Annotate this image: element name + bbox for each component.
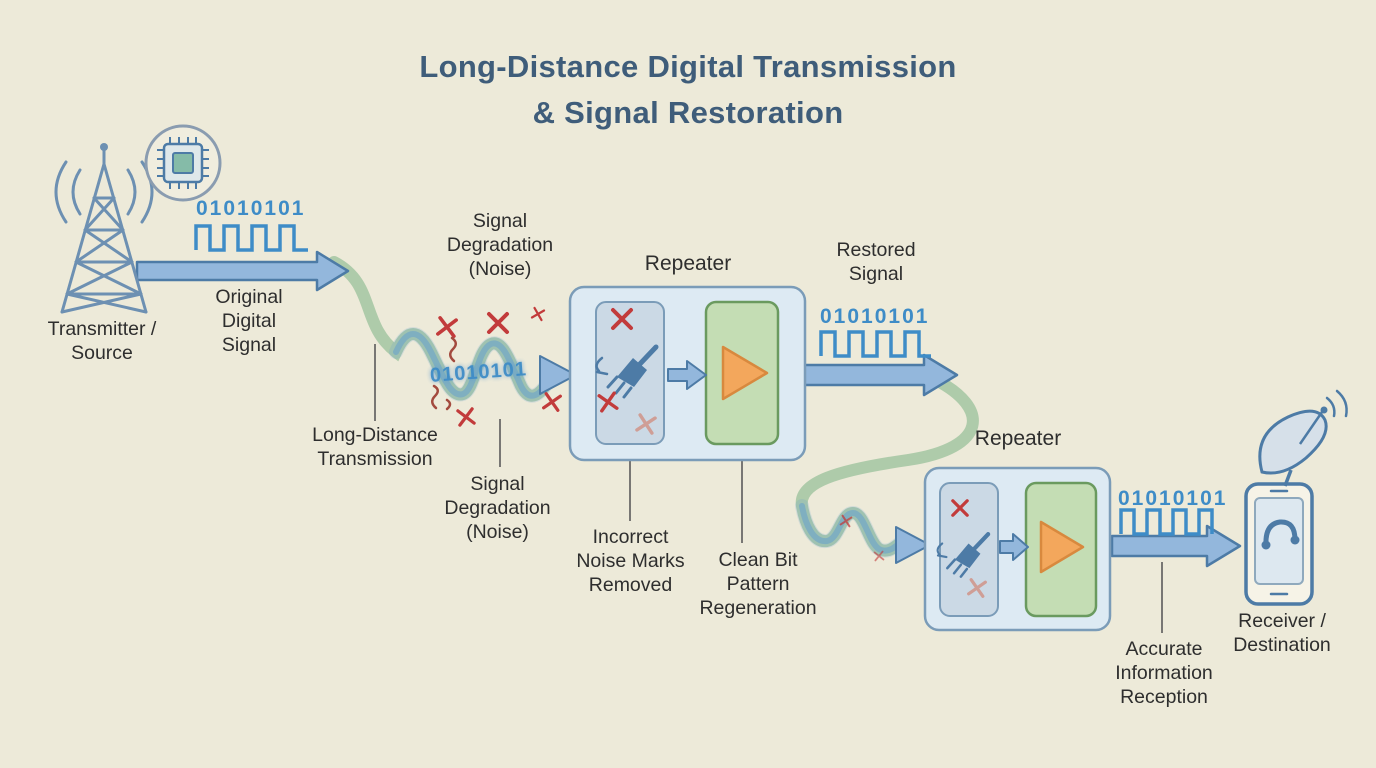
restored-signal-label: Restored Signal [836, 239, 916, 285]
noise-squiggle-icon [445, 398, 452, 411]
repeater-1 [568, 285, 807, 462]
transmission-wave-1 [328, 256, 563, 403]
transmitter-label: Transmitter / Source [47, 318, 157, 364]
original-binary: 01010101 [196, 197, 306, 220]
noise-x-icon [436, 316, 458, 338]
repeater-2-label: Repeater [974, 427, 1062, 450]
receiver-phone-icon [1244, 482, 1314, 606]
accurate-reception-label: Accurate Information Reception [1115, 638, 1213, 708]
amplifier-triangle-icon [1039, 520, 1085, 574]
arrow-restored-signal [802, 353, 959, 397]
noise-x-icon [542, 392, 562, 412]
square-wave-original [194, 224, 308, 252]
final-binary: 01010101 [1118, 487, 1228, 510]
transmission-wave-2 [795, 374, 979, 558]
long-distance-transmission-label: Long-Distance Transmission [312, 424, 438, 470]
arrow-final-signal [1110, 524, 1242, 568]
incorrect-noise-removed-label: Incorrect Noise Marks Removed [576, 526, 685, 596]
receiver-label: Receiver / Destination [1233, 610, 1331, 656]
satellite-dish-icon [1258, 389, 1348, 487]
noise-x-icon [487, 312, 509, 334]
arrowhead-into-repeater-1 [539, 355, 577, 395]
arrowhead-into-repeater-2 [895, 526, 931, 564]
noise-marks [431, 306, 885, 562]
diagram-title: Long-Distance Digital Transmission & Sig… [419, 49, 957, 130]
noise-squiggle-icon [431, 384, 439, 410]
repeater-1-label: Repeater [644, 252, 732, 275]
clean-bit-regeneration-label: Clean Bit Pattern Regeneration [699, 549, 817, 619]
noise-x-icon [530, 306, 546, 322]
signal-degradation-bottom-label: Signal Degradation (Noise) [444, 473, 551, 543]
square-wave-final [1119, 508, 1214, 536]
transmitter-tower-icon [54, 143, 154, 314]
repeater-2 [923, 466, 1112, 632]
arrow-original-signal [135, 250, 350, 292]
amplifier-triangle-icon [721, 345, 769, 401]
inner-arrow [999, 533, 1029, 561]
inner-arrow [667, 360, 707, 390]
noise-squiggle-icon [449, 336, 457, 363]
chip-icon [144, 124, 222, 202]
restored-binary: 01010101 [820, 305, 930, 328]
original-signal-label: Original Digital Signal [215, 286, 283, 356]
phone-handset-icon [1263, 519, 1298, 548]
noise-x-icon [456, 407, 476, 427]
square-wave-restored [819, 330, 931, 358]
signal-degradation-top-label: Signal Degradation (Noise) [446, 210, 554, 280]
